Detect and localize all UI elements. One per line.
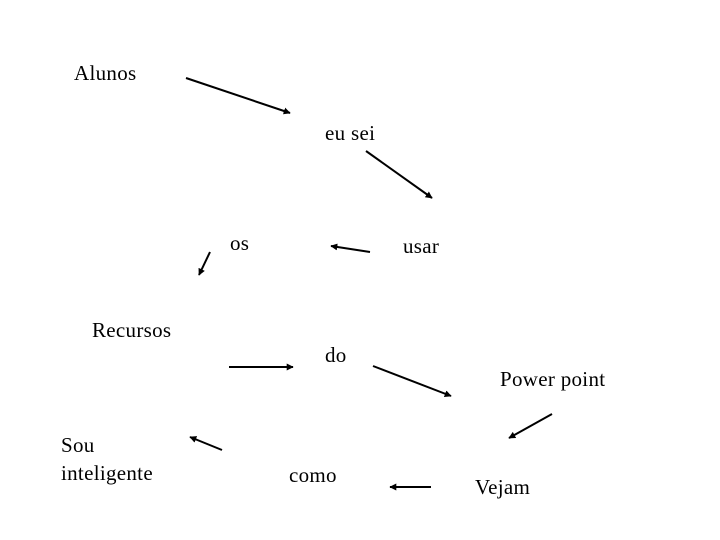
arrow-usar-to-os <box>330 243 371 253</box>
word-alunos: Alunos <box>74 61 137 85</box>
word-recursos: Recursos <box>92 318 172 342</box>
arrow-power-point-to-vejam <box>508 413 553 439</box>
word-do: do <box>325 343 347 367</box>
arrow-como-to-sou-inteligente <box>189 436 223 451</box>
word-os: os <box>230 231 250 255</box>
word-power-point: Power point <box>500 367 606 391</box>
word-eu-sei: eu sei <box>325 121 376 145</box>
word-como: como <box>289 463 337 487</box>
arrow-os-to-recursos <box>198 251 211 276</box>
word-inteligente: inteligente <box>61 461 153 485</box>
word-vejam: Vejam <box>475 475 531 499</box>
arrow-do-to-power-point <box>372 365 452 398</box>
arrow-eu-sei-to-usar <box>365 150 433 199</box>
arrow-alunos-to-eu-sei <box>185 77 291 115</box>
word-usar: usar <box>403 234 440 258</box>
word-sou: Sou <box>61 433 95 457</box>
